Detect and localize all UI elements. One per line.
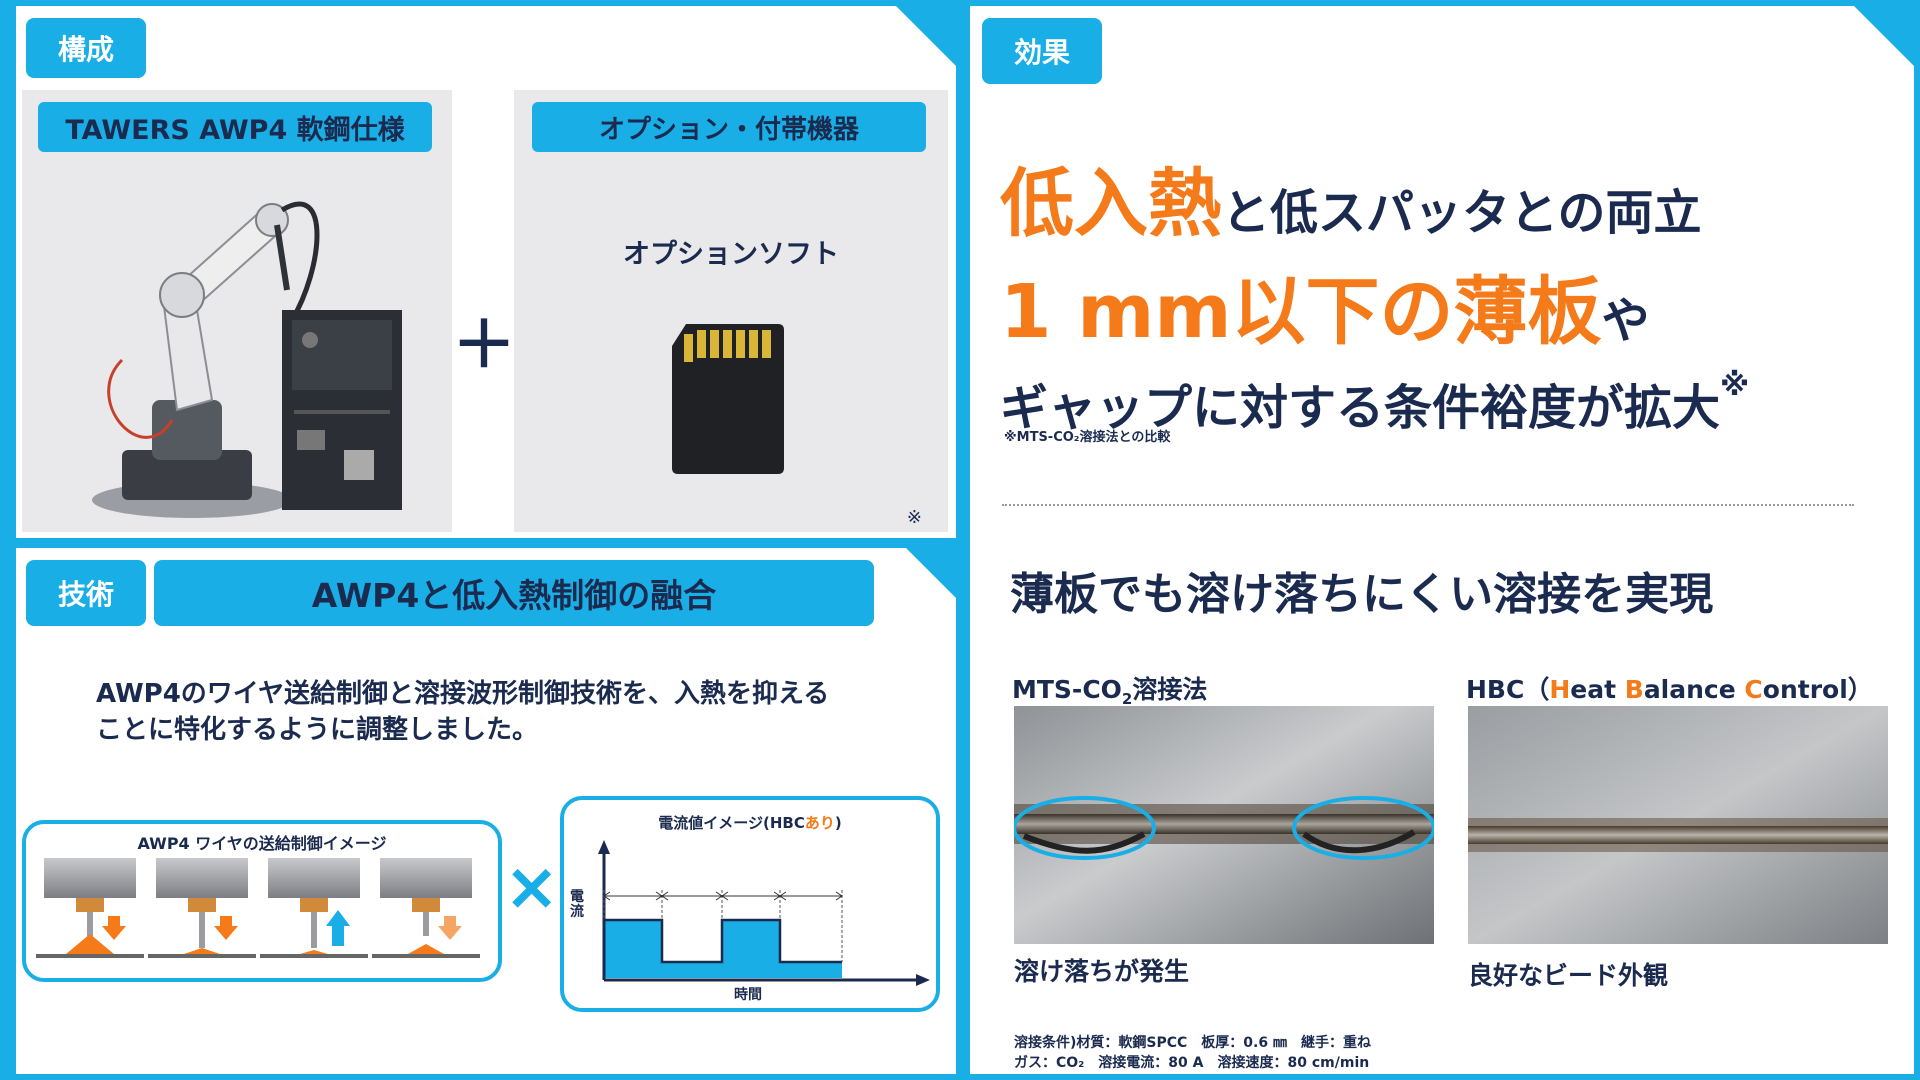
sd-card-icon — [672, 324, 784, 474]
right-photo-caption: 良好なビード外観 — [1468, 961, 1669, 990]
feed-diagram-title: AWP4 ワイヤの送給制御イメージ — [137, 834, 387, 853]
graph-y-label: 電流 — [570, 889, 584, 920]
option-soft-label: オプションソフト — [623, 239, 839, 270]
rt-a: HBC（ — [1466, 675, 1550, 704]
dotted-divider — [1002, 504, 1854, 506]
robot-image — [92, 201, 402, 518]
product-box: TAWERS AWP4 軟鋼仕様 — [22, 90, 452, 532]
weld-conditions-1: 溶接条件)材質：軟鋼SPCC 板厚：0.6 ㎜ 継手：重ね — [1014, 1035, 1371, 1051]
headline-2-rest: や — [1601, 293, 1650, 349]
feed-stages-illustration — [36, 858, 480, 958]
graph-title: 電流値イメージ(HBCあり) — [564, 812, 936, 833]
current-graph: 電流値イメージ(HBCあり) 電流 時間 — [560, 796, 940, 1012]
graph-title-c: ) — [834, 814, 842, 832]
headline-2-emph: 1 mm以下の薄板 — [1000, 269, 1602, 355]
rt-h: H — [1549, 675, 1571, 704]
plus-sign: ＋ — [452, 309, 516, 383]
rt-alance: alance — [1643, 675, 1745, 704]
sub-heading: 薄板でも溶け落ちにくい溶接を実現 — [1010, 569, 1714, 620]
tech-body-line1: AWP4のワイヤ送給制御と溶接波形制御技術を、入熱を抑える — [96, 679, 830, 709]
effect-tag: 効果 — [982, 18, 1102, 84]
option-box: オプション・付帯機器 オプションソフト ※ — [514, 90, 948, 532]
headline-3: ギャップに対する条件裕度が拡大※ — [1000, 368, 1749, 438]
config-tag: 構成 — [26, 18, 146, 78]
option-label: オプション・付帯機器 — [532, 102, 926, 152]
tech-tag: 技術 — [26, 560, 146, 626]
rt-ontrol: ontrol） — [1762, 675, 1873, 704]
graph-title-b: あり — [804, 814, 835, 832]
left-photo-caption: 溶け落ちが発生 — [1014, 957, 1190, 986]
left-title-a: MTS-CO — [1012, 675, 1122, 704]
left-title-sub: 2 — [1121, 690, 1133, 708]
tech-body-line2: ことに特化するように調整しました。 — [96, 715, 539, 745]
rt-b: B — [1624, 675, 1644, 704]
headline-2: 1 mm以下の薄板や — [1000, 252, 1649, 359]
graph-x-label: 時間 — [734, 987, 762, 1003]
rt-eat: eat — [1570, 675, 1625, 704]
tech-title: AWP4と低入熱制御の融合 — [154, 560, 874, 626]
weld-conditions-2: ガス：CO₂ 溶接電流：80 A 溶接速度：80 cm/min — [1014, 1055, 1370, 1071]
headline-1: 低入熱と低スパッタとの両立 — [1000, 144, 1702, 251]
times-sign: × — [504, 848, 560, 925]
graph-title-a: 電流値イメージ(HBC — [658, 814, 805, 832]
right-weld-photo — [1468, 706, 1888, 944]
headline-1-rest: と低スパッタとの両立 — [1222, 185, 1702, 241]
current-waveform — [598, 840, 930, 986]
config-panel: 構成 TAWERS AWP4 軟鋼仕様 ＋ オプション・付帯機器 オプションソフ… — [16, 6, 956, 538]
rt-c: C — [1744, 675, 1763, 704]
right-photo-title: HBC（Heat Balance Control） — [1466, 670, 1873, 706]
headline-footnote: ※MTS-CO₂溶接法との比較 — [1004, 430, 1171, 445]
left-photo-title: MTS-CO2溶接法 — [1012, 670, 1207, 708]
tech-body: AWP4のワイヤ送給制御と溶接波形制御技術を、入熱を抑える ことに特化するように… — [96, 676, 829, 748]
headline-3-mark: ※ — [1720, 368, 1750, 403]
headline-1-emph: 低入熱 — [1000, 161, 1222, 247]
effect-panel: 効果 低入熱と低スパッタとの両立 1 mm以下の薄板や ギャップに対する条件裕度… — [970, 6, 1914, 1074]
option-note: ※ — [906, 507, 922, 528]
left-title-b: 溶接法 — [1132, 675, 1208, 704]
left-weld-photo — [1014, 706, 1434, 944]
product-label: TAWERS AWP4 軟鋼仕様 — [38, 102, 432, 152]
feed-diagram: AWP4 ワイヤの送給制御イメージ — [22, 820, 502, 982]
headline-3-text: ギャップに対する条件裕度が拡大 — [1000, 380, 1721, 436]
tech-panel: 技術 AWP4と低入熱制御の融合 AWP4のワイヤ送給制御と溶接波形制御技術を、… — [16, 548, 956, 1074]
